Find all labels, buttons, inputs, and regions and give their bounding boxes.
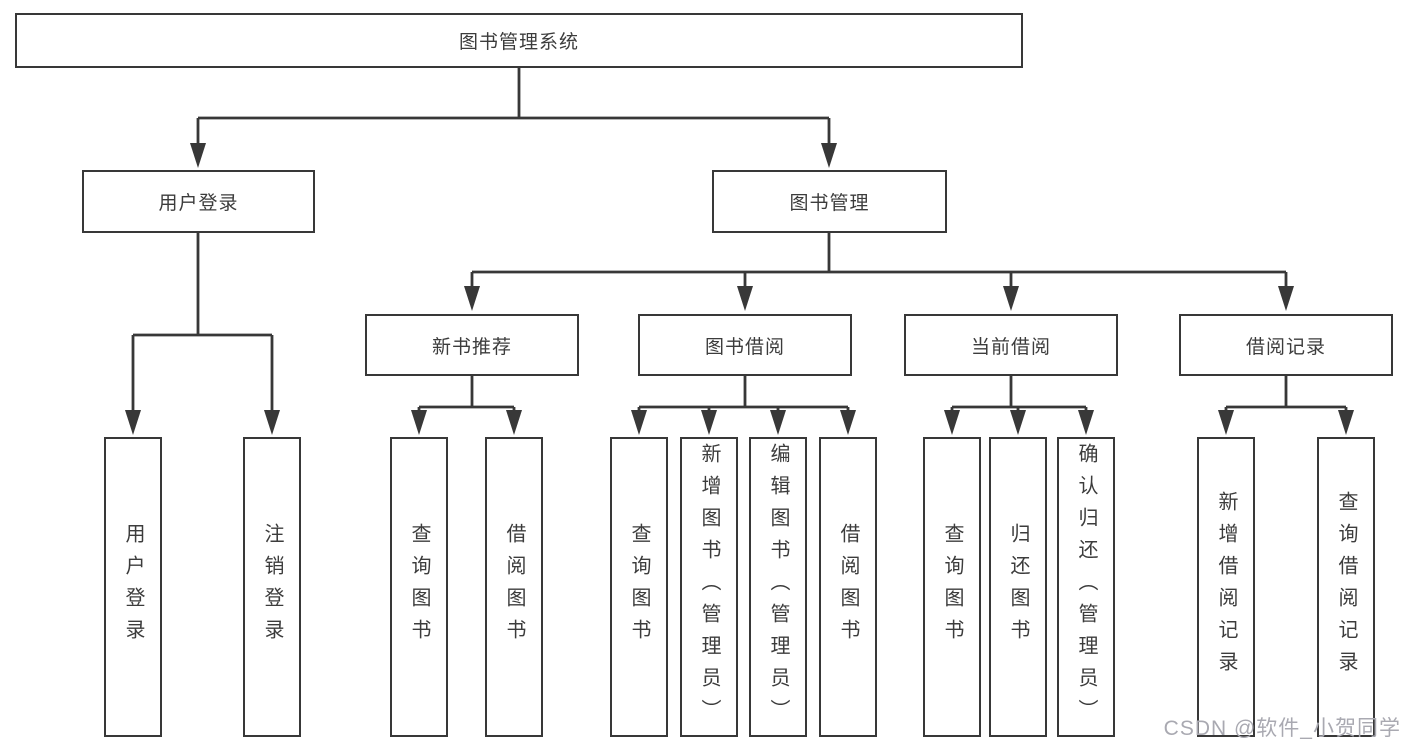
node-borrowing-records-label: 借阅记录 — [1245, 336, 1326, 358]
node-library-system: 图书管理系统 — [15, 13, 1023, 68]
leaf-query-borrow-record: 查询借阅记录 — [1317, 437, 1375, 737]
arrow-icon — [1338, 410, 1354, 435]
arrow-icon — [1010, 410, 1026, 435]
leaf-query-books-borrowing: 查询图书 — [610, 437, 668, 737]
arrow-icon — [1078, 410, 1094, 435]
leaf-query-books-recommend-label: 查询图书 — [408, 523, 430, 651]
leaf-query-books-current: 查询图书 — [923, 437, 981, 737]
leaf-user-login: 用户登录 — [104, 437, 162, 737]
connector-book-management — [470, 233, 1288, 289]
arrow-icon — [411, 410, 427, 435]
node-borrowing-records: 借阅记录 — [1179, 314, 1393, 376]
connector-book-borrowing — [637, 376, 850, 413]
arrow-icon — [770, 410, 786, 435]
node-book-borrowing-label: 图书借阅 — [704, 336, 785, 358]
arrow-icon — [125, 410, 141, 435]
node-library-system-label: 图书管理系统 — [458, 32, 579, 53]
arrowheads — [125, 143, 1354, 435]
arrow-icon — [821, 143, 837, 168]
arrow-icon — [737, 286, 753, 311]
node-user-login: 用户登录 — [82, 170, 315, 233]
watermark-text: CSDN @软件_小贺同学 — [1163, 717, 1401, 740]
leaf-confirm-return-admin: 确认归还（管理员） — [1057, 437, 1115, 737]
connector-user-login — [131, 233, 274, 413]
node-current-borrowing-label: 当前借阅 — [970, 336, 1051, 358]
connector-current-borrowing — [950, 376, 1088, 413]
leaf-add-book-admin-label: 新增图书（管理员） — [698, 443, 720, 731]
leaf-borrow-books-recommend: 借阅图书 — [485, 437, 543, 737]
arrow-icon — [631, 410, 647, 435]
node-book-management: 图书管理 — [712, 170, 947, 233]
leaf-edit-book-admin-label: 编辑图书（管理员） — [767, 443, 789, 731]
leaf-return-books: 归还图书 — [989, 437, 1047, 737]
node-new-book-recommend-label: 新书推荐 — [431, 336, 512, 358]
leaf-query-books-borrowing-label: 查询图书 — [628, 523, 650, 651]
node-user-login-label: 用户登录 — [158, 193, 239, 214]
arrow-icon — [1003, 286, 1019, 311]
arrow-icon — [264, 410, 280, 435]
leaf-logout: 注销登录 — [243, 437, 301, 737]
leaf-add-borrow-record-label: 新增借阅记录 — [1215, 491, 1237, 683]
node-current-borrowing: 当前借阅 — [904, 314, 1118, 376]
leaf-borrow-books-borrowing: 借阅图书 — [819, 437, 877, 737]
leaf-query-books-current-label: 查询图书 — [941, 523, 963, 651]
arrow-icon — [506, 410, 522, 435]
connector-root — [196, 68, 831, 146]
arrow-icon — [464, 286, 480, 311]
arrow-icon — [840, 410, 856, 435]
arrow-icon — [1278, 286, 1294, 311]
leaf-borrow-books-recommend-label: 借阅图书 — [503, 523, 525, 651]
node-book-borrowing: 图书借阅 — [638, 314, 852, 376]
connector-new-book-recommend — [417, 376, 516, 413]
leaf-query-borrow-record-label: 查询借阅记录 — [1335, 491, 1357, 683]
leaf-confirm-return-admin-label: 确认归还（管理员） — [1075, 443, 1097, 731]
leaf-user-login-label: 用户登录 — [122, 523, 144, 651]
arrow-icon — [701, 410, 717, 435]
leaf-add-book-admin: 新增图书（管理员） — [680, 437, 738, 737]
leaf-logout-label: 注销登录 — [261, 523, 283, 651]
arrow-icon — [944, 410, 960, 435]
connector-borrowing-records — [1224, 376, 1348, 413]
leaf-edit-book-admin: 编辑图书（管理员） — [749, 437, 807, 737]
leaf-return-books-label: 归还图书 — [1007, 523, 1029, 651]
leaf-add-borrow-record: 新增借阅记录 — [1197, 437, 1255, 737]
arrow-icon — [190, 143, 206, 168]
arrow-icon — [1218, 410, 1234, 435]
node-book-management-label: 图书管理 — [789, 193, 870, 214]
node-new-book-recommend: 新书推荐 — [365, 314, 579, 376]
leaf-borrow-books-borrowing-label: 借阅图书 — [837, 523, 859, 651]
leaf-query-books-recommend: 查询图书 — [390, 437, 448, 737]
